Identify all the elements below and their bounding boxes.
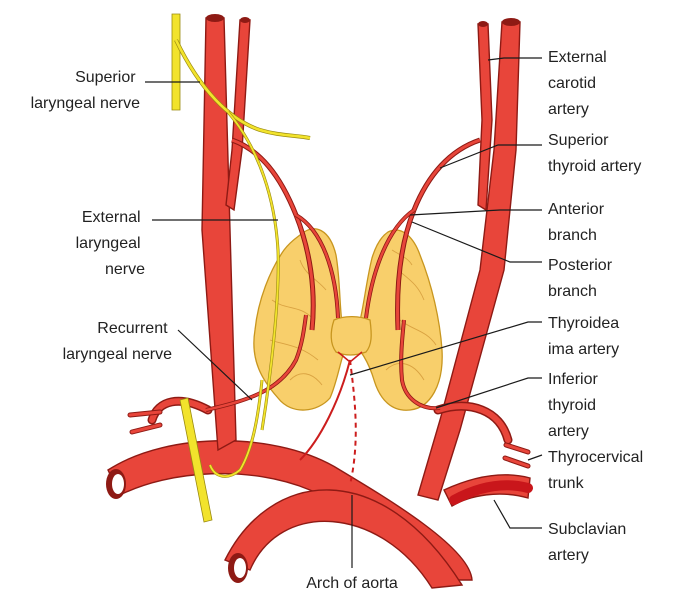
label-arch-of-aorta: Arch of aorta	[306, 575, 398, 592]
label-subclavian-artery: Subclavian artery	[548, 521, 631, 564]
label-thyroidea-ima-artery: Thyroidea ima artery	[548, 315, 624, 358]
arch-of-aorta	[106, 441, 472, 588]
label-external-laryngeal-nerve: External laryngeal nerve	[76, 209, 145, 278]
label-superior-thyroid-artery: Superior thyroid artery	[548, 132, 641, 175]
right-subclavian-artery	[444, 475, 530, 506]
superior-laryngeal-nerve-shape	[172, 14, 180, 110]
label-posterior-branch: Posterior branch	[548, 257, 616, 300]
label-recurrent-laryngeal-nerve: Recurrent laryngeal nerve	[63, 320, 173, 363]
label-external-carotid-artery: External carotid artery	[548, 49, 611, 118]
left-thyrocervical-trunk	[130, 401, 208, 432]
thyroid-isthmus	[331, 317, 371, 355]
label-thyrocervical-trunk: Thyrocervical trunk	[548, 449, 648, 492]
label-anterior-branch: Anterior branch	[548, 201, 608, 244]
left-common-carotid-artery	[202, 14, 250, 450]
thyroid-gland	[254, 229, 442, 410]
label-inferior-thyroid-artery: Inferior thyroid artery	[548, 371, 602, 440]
label-superior-laryngeal-nerve: Superior laryngeal nerve	[31, 69, 141, 112]
